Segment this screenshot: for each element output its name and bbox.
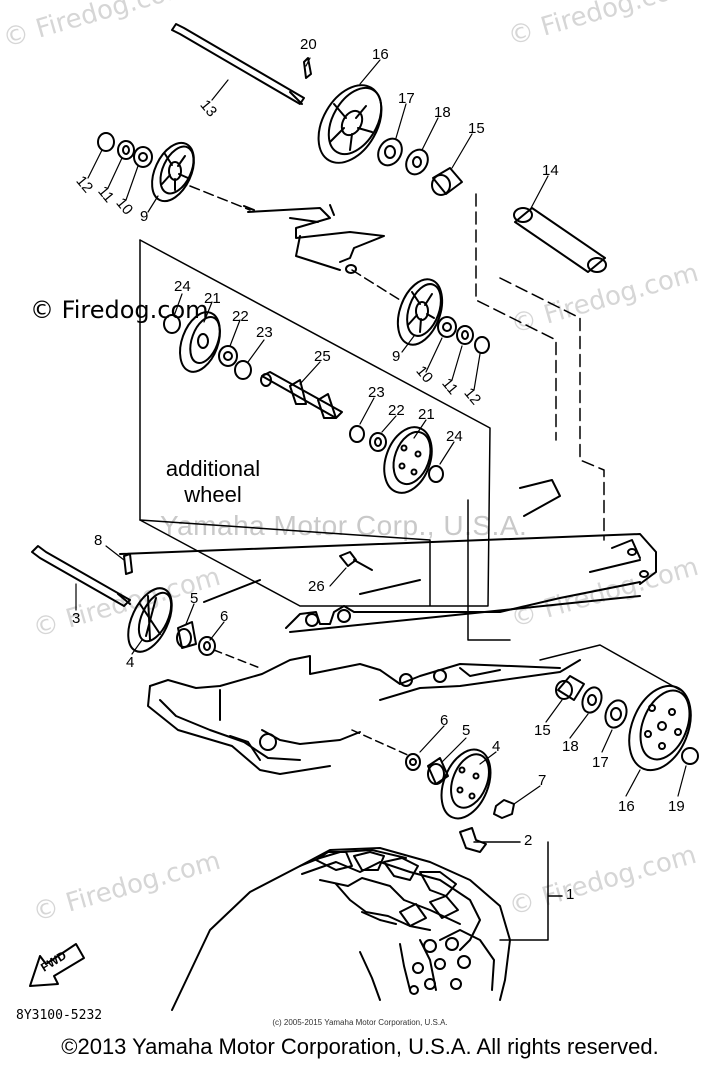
washer-11-right (456, 325, 474, 345)
callout-2: 2 (524, 832, 533, 849)
nut-24-right (428, 465, 444, 483)
callout-6-left: 6 (220, 608, 229, 625)
track-belt (171, 847, 511, 1011)
shaft-14 (513, 207, 607, 273)
callout-23-left: 23 (256, 324, 273, 341)
callout-5-left: 5 (190, 590, 199, 607)
additional-wheel-outline (139, 239, 491, 607)
bearing-5-left (177, 621, 197, 649)
bearing-10-left (133, 146, 153, 168)
callout-4-right: 4 (492, 738, 501, 755)
annotation-line-2: wheel (184, 482, 242, 507)
callout-16-right: 16 (618, 798, 635, 815)
bearing-5-right (427, 757, 449, 785)
wheel-21-left (179, 311, 221, 373)
callout-9-right: 9 (392, 348, 401, 365)
bearing-22-left (218, 345, 238, 367)
slide-rail (119, 479, 657, 633)
shaft-25 (260, 371, 343, 419)
callout-16: 16 (372, 46, 389, 63)
callout-15: 15 (468, 120, 485, 137)
callout-14: 14 (542, 162, 559, 179)
bearing-17 (377, 137, 403, 167)
callout-25: 25 (314, 348, 331, 365)
callout-18-right: 18 (562, 738, 579, 755)
callout-17-right: 17 (592, 754, 609, 771)
pin-20 (303, 57, 312, 79)
annotation-additional-wheel: additional wheel (148, 456, 278, 508)
callout-17: 17 (398, 90, 415, 107)
nut-19 (681, 747, 699, 765)
callout-4-left: 4 (126, 654, 135, 671)
pin-8 (123, 553, 133, 575)
callout-23-right: 23 (368, 384, 385, 401)
wheel-4-left (127, 587, 173, 653)
clip-2 (459, 827, 487, 853)
washer-6-left (198, 636, 216, 656)
fine-print: (c) 2005-2015 Yamaha Motor Corporation, … (272, 1018, 448, 1027)
center-bracket (243, 204, 385, 274)
wheel-16-top (317, 84, 383, 164)
callout-6-right: 6 (440, 712, 449, 729)
callout-18: 18 (434, 104, 451, 121)
callout-1: 1 (566, 886, 575, 903)
copyright-notice: ©2013 Yamaha Motor Corporation, U.S.A. A… (61, 1034, 659, 1059)
washer-6-right (405, 753, 421, 771)
callout-7: 7 (538, 772, 547, 789)
callout-5-right: 5 (462, 722, 471, 739)
wheel-16-bottom (628, 684, 692, 772)
nut-7 (493, 799, 515, 819)
collar-15-top (432, 167, 463, 195)
washer-11-left (117, 140, 135, 160)
washer-23-right (349, 425, 365, 443)
bolt-26 (339, 551, 373, 571)
diagram-code: 8Y3100-5232 (16, 1008, 103, 1023)
shaft-3 (31, 545, 131, 607)
washer-23-left (234, 360, 252, 380)
fwd-arrow (29, 943, 85, 987)
bearing-22-right (369, 432, 387, 452)
shaft-13 (171, 23, 305, 105)
bearing-17-right (604, 699, 628, 729)
callout-22-right: 22 (388, 402, 405, 419)
nut-12-right (474, 336, 490, 354)
washer-18 (405, 148, 429, 176)
callout-8: 8 (94, 532, 103, 549)
wheel-21-right (383, 426, 433, 494)
lower-rail (147, 655, 581, 775)
callout-24-left: 24 (174, 278, 191, 295)
annotation-line-1: additional (165, 456, 261, 481)
wheel-4-right (440, 748, 492, 820)
callout-9-left: 9 (140, 208, 149, 225)
callout-15-right: 15 (534, 722, 551, 739)
callout-21-left: 21 (204, 290, 221, 307)
wheel-9-left (151, 141, 195, 203)
callout-20: 20 (300, 36, 317, 53)
callout-24-right: 24 (446, 428, 463, 445)
bearing-10-right (437, 316, 457, 338)
callout-19: 19 (668, 798, 685, 815)
callout-21-right: 21 (418, 406, 435, 423)
nut-12-left (97, 132, 115, 152)
nut-24-left (163, 314, 181, 334)
callout-26: 26 (308, 578, 325, 595)
callout-3: 3 (72, 610, 81, 627)
callout-22-left: 22 (232, 308, 249, 325)
washer-18-right (581, 686, 603, 714)
